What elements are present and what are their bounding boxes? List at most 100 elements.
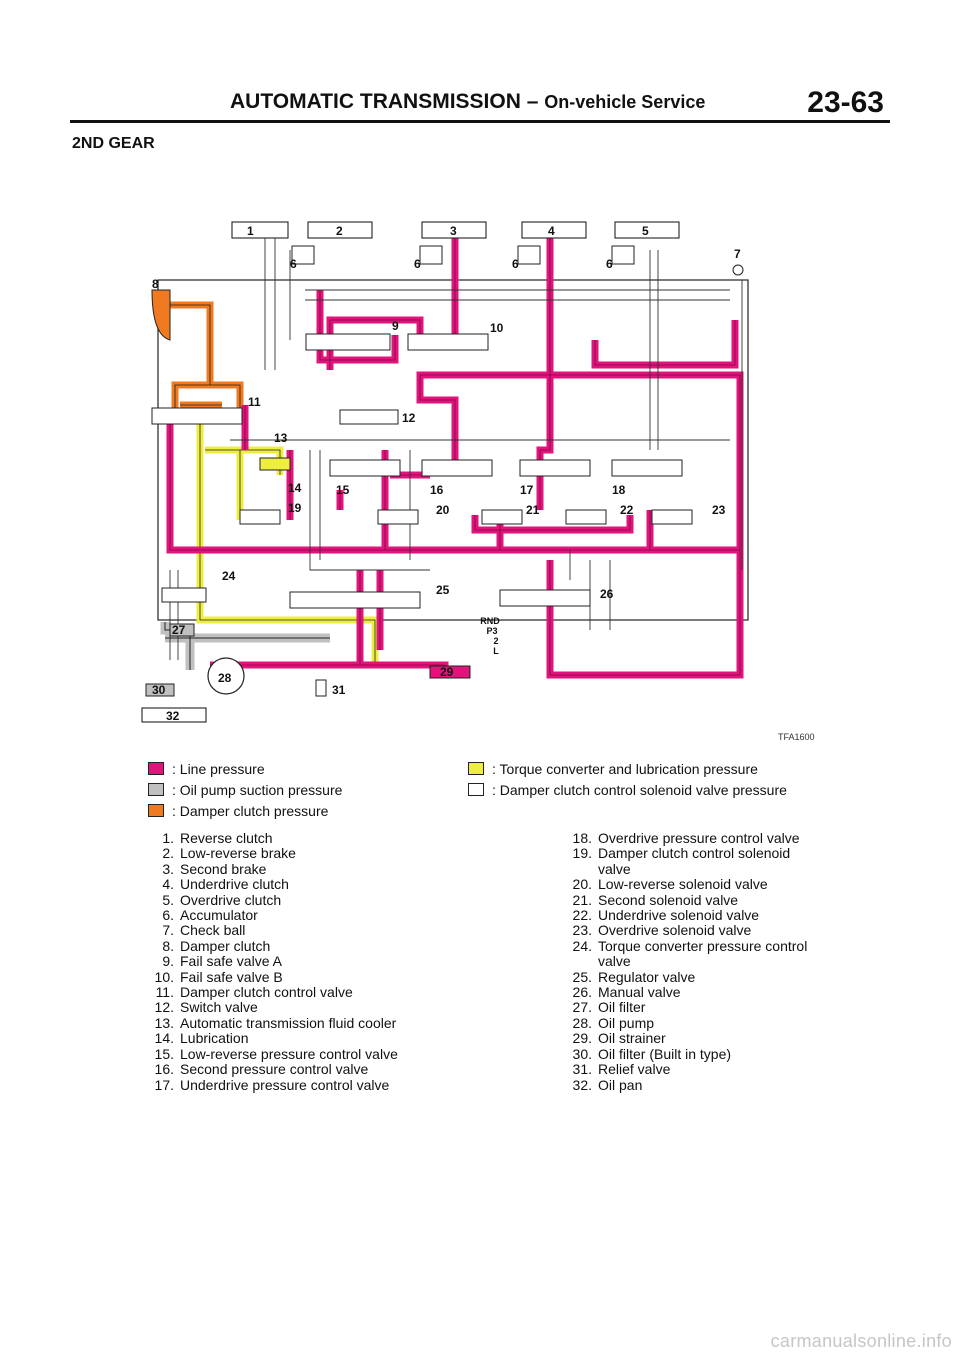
part-item: 19.Damper clutch control solenoid valve (566, 846, 807, 877)
header-main-title: AUTOMATIC TRANSMISSION (230, 90, 521, 113)
hydraulic-circuit-diagram: 1 2 3 4 5 6 6 6 6 7 8 9 10 11 12 13 14 1… (141, 221, 749, 723)
callout-4: 4 (548, 224, 555, 238)
part-description: Reverse clutch (180, 830, 273, 846)
manual-valve-positions: RND P3 2 L (480, 616, 500, 656)
part-number: 14. (154, 1030, 174, 1047)
callout-24: 24 (222, 569, 236, 583)
part-description: Overdrive clutch (180, 891, 282, 908)
low-reverse-pressure-control-valve (329, 459, 401, 477)
part-item: 17.Underdrive pressure control valve (148, 1076, 398, 1093)
part-description: Automatic transmission fluid cooler (180, 1014, 397, 1031)
part-description: Manual valve (598, 984, 681, 1001)
callout-21: 21 (526, 503, 540, 517)
part-number: 30. (572, 1045, 592, 1062)
part-description: Low-reverse pressure control valve (180, 1045, 398, 1062)
second-pressure-control-valve (421, 459, 493, 477)
part-description: Check ball (180, 922, 246, 939)
callout-6c: 6 (512, 257, 519, 271)
part-item: 12.Switch valve (148, 999, 398, 1016)
fail-safe-valve-a (305, 333, 391, 351)
part-number: 23. (572, 922, 592, 939)
part-description: Low-reverse solenoid valve (598, 876, 768, 893)
part-item: 4. Underdrive clutch (148, 876, 398, 893)
callout-6d: 6 (606, 257, 613, 271)
part-number: 18. (572, 830, 592, 846)
part-number: 15. (154, 1045, 174, 1062)
part-number: 4. (162, 876, 174, 893)
overdrive-clutch-box (614, 221, 680, 239)
callout-8: 8 (152, 277, 159, 291)
part-description: Underdrive clutch (180, 876, 289, 893)
callout-23: 23 (712, 503, 726, 517)
part-item: 10.Fail safe valve B (148, 969, 398, 985)
callout-26: 26 (600, 587, 614, 601)
callout-labels: 1 2 3 4 5 6 6 6 6 7 8 9 10 11 12 13 14 1… (152, 224, 741, 723)
part-item: 9.Fail safe valve A (148, 953, 398, 970)
lubrication-line (196, 410, 379, 662)
callout-15: 15 (336, 483, 350, 497)
part-item: 11.Damper clutch control valve (148, 984, 398, 1001)
part-number: 11. (155, 984, 174, 1001)
part-item: 6.Accumulator (148, 907, 398, 924)
part-number: 19. (572, 845, 592, 862)
torque-converter-pressure-control-valve (161, 587, 207, 603)
callout-27: 27 (172, 623, 186, 637)
header-title: AUTOMATIC TRANSMISSION – On-vehicle Serv… (230, 90, 705, 114)
damper-clutch-swatch (148, 804, 164, 817)
low-reverse-solenoid-valve (377, 509, 419, 525)
part-description: Underdrive pressure control valve (180, 1076, 390, 1093)
damper-clutch-line (170, 301, 244, 415)
callout-14: 14 (288, 481, 302, 495)
part-number: 5. (162, 891, 174, 908)
part-description: Fail safe valve A (180, 953, 282, 970)
check-ball (732, 264, 744, 276)
position-rnd: RND (480, 616, 500, 626)
header-subtitle: On-vehicle Service (544, 92, 706, 112)
part-description: Torque converter pressure control valve (598, 937, 808, 970)
part-item: 28.Oil pump (566, 1015, 807, 1031)
part-description: Oil filter (598, 999, 646, 1016)
part-number: 26. (572, 984, 592, 1001)
part-number: 6. (162, 907, 174, 924)
callout-12: 12 (402, 411, 416, 425)
part-item: 7. Check ball (148, 922, 398, 939)
part-item: 16.Second pressure control valve (148, 1061, 398, 1077)
damper-clutch-control-valve (151, 407, 243, 425)
underdrive-solenoid-valve (565, 509, 607, 525)
part-number: 20. (572, 876, 592, 893)
part-number: 24. (572, 937, 592, 954)
accumulator (611, 245, 635, 265)
manual-valve (499, 589, 591, 607)
part-description: Overdrive pressure control valve (598, 830, 800, 846)
part-description: Lubrication (180, 1030, 249, 1047)
valve-bodies (141, 333, 693, 723)
callout-31: 31 (332, 683, 346, 697)
part-number: 1. (162, 830, 174, 846)
atf-cooler (259, 457, 291, 471)
part-number: 8. (162, 937, 174, 954)
callout-17: 17 (520, 483, 534, 497)
part-item: 32.Oil pan (566, 1077, 807, 1093)
legend-label: : Oil pump suction pressure (172, 781, 343, 798)
part-number: 7. (162, 922, 174, 939)
fail-safe-valve-b (407, 333, 489, 351)
callout-13: 13 (274, 431, 288, 445)
part-number: 13. (154, 1014, 174, 1031)
overdrive-solenoid-valve (651, 509, 693, 525)
callout-3: 3 (450, 224, 457, 238)
part-description: Switch valve (180, 999, 258, 1016)
part-number: 3. (162, 860, 174, 877)
part-description: Second solenoid valve (598, 891, 739, 908)
part-description: Oil filter (Built in type) (598, 1045, 732, 1062)
accumulator (517, 245, 541, 265)
damper-clutch-line-outline (170, 304, 241, 415)
callout-29: 29 (440, 665, 454, 679)
callout-18: 18 (612, 483, 626, 497)
callout-6a: 6 (290, 257, 297, 271)
part-item: 5. Overdrive clutch (148, 891, 398, 908)
section-title: 2ND GEAR (72, 135, 155, 152)
part-description: Low-reverse brake (180, 845, 296, 862)
legend-item-oil-pump-suction: : Oil pump suction pressure (148, 779, 342, 800)
